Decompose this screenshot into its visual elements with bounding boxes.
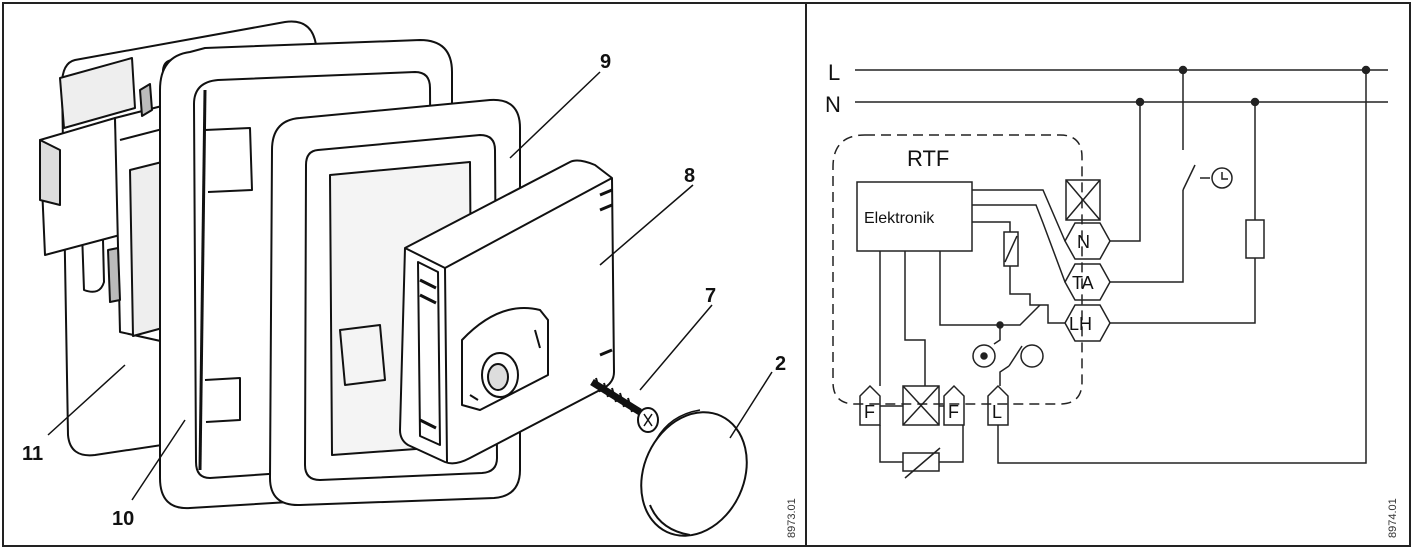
electronics-label: Elektronik	[864, 210, 935, 227]
callout-2: 2	[775, 353, 786, 375]
callout-10: 10	[112, 508, 134, 530]
terminal-l	[987, 384, 1009, 426]
callout-7: 7	[705, 285, 716, 307]
callout-8: 8	[684, 165, 695, 187]
wiring-diagram	[832, 65, 1388, 479]
terminal-f1	[859, 384, 881, 426]
screw-7	[590, 377, 659, 433]
image-code-right: 8974.01	[1387, 498, 1399, 538]
heater-load	[1245, 219, 1265, 259]
external-sensor	[902, 452, 940, 472]
rtf-label: RTF	[907, 146, 949, 171]
callout-9: 9	[600, 51, 611, 73]
panel-divider	[805, 2, 807, 547]
terminal-l-label: L	[992, 402, 1002, 422]
relay-coil	[1065, 179, 1101, 221]
terminal-n-label: N	[1077, 232, 1090, 252]
line-label-n: N	[825, 92, 841, 117]
electronics-box	[856, 181, 973, 252]
callout-11: 11	[22, 443, 43, 465]
terminal-ta-label: TA	[1072, 273, 1094, 293]
timer-clock-icon	[1211, 167, 1233, 189]
exploded-assembly-view	[39, 20, 773, 537]
thermostat-cover-8	[399, 159, 615, 465]
rtf-boundary	[832, 134, 1083, 405]
terminal-lh-label: LH	[1069, 314, 1092, 334]
line-label-l: L	[828, 60, 840, 85]
image-code-left: 8973.01	[786, 498, 798, 538]
terminal-f1-label: F	[864, 402, 875, 422]
knob-cap-2	[640, 409, 748, 537]
thermal-resistor	[1003, 231, 1019, 267]
terminal-f2-label: F	[948, 402, 959, 422]
callout-leaders	[47, 71, 773, 501]
terminal-f2	[943, 384, 965, 426]
